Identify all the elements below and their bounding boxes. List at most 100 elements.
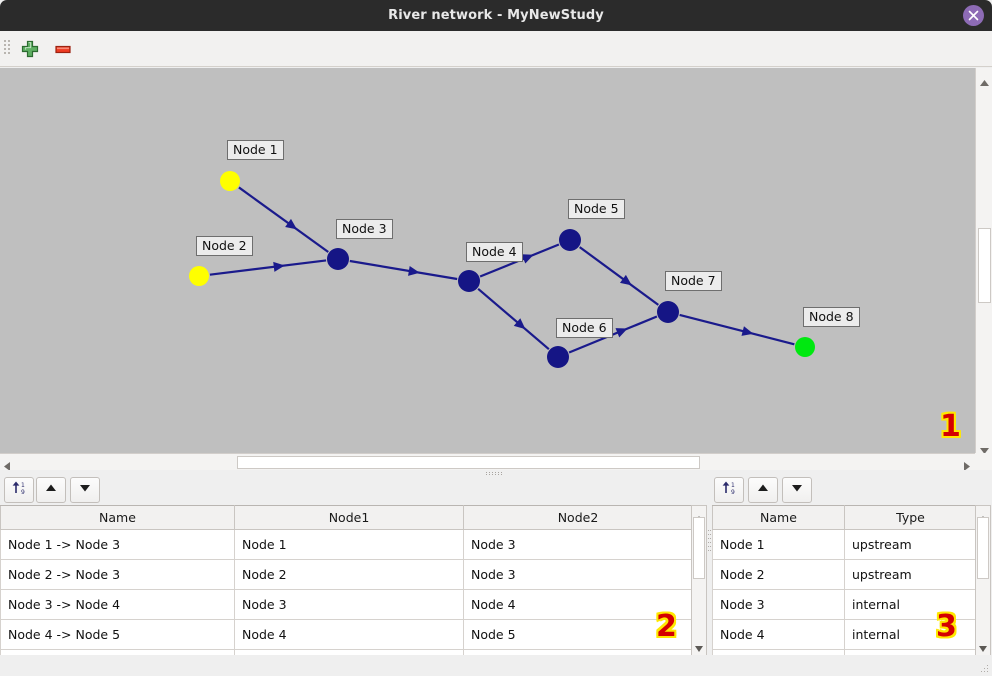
edge-arrow-icon (408, 265, 420, 276)
canvas-vscroll-thumb[interactable] (978, 228, 991, 303)
reaches-move-down-button[interactable] (70, 477, 100, 503)
table-cell[interactable]: upstream (844, 529, 977, 560)
svg-text:1: 1 (731, 482, 735, 489)
window-resize-grip[interactable] (981, 665, 989, 673)
table-cell[interactable]: upstream (844, 559, 977, 590)
nodes-toolbar: 1 9 (712, 476, 992, 504)
table-cell[interactable]: Node 5 (463, 619, 693, 650)
edge-arrow-icon (273, 261, 285, 272)
edge-arrow-icon (521, 254, 534, 264)
table-cell[interactable]: Node 4 (712, 619, 845, 650)
column-header-node1[interactable]: Node1 (234, 505, 464, 530)
column-header-type[interactable]: Type (844, 505, 977, 530)
column-header-node2[interactable]: Node2 (463, 505, 693, 530)
graph-node-node-3[interactable] (327, 248, 349, 270)
vertical-splitter[interactable] (707, 530, 712, 560)
graph-node-node-8[interactable] (795, 337, 815, 357)
graph-node-node-4[interactable] (458, 270, 480, 292)
plus-green-icon[interactable] (18, 37, 42, 61)
scroll-left-icon[interactable] (3, 457, 11, 476)
column-header-name[interactable]: Name (0, 505, 235, 530)
graph-node-node-7[interactable] (657, 301, 679, 323)
svg-text:9: 9 (21, 489, 25, 496)
table-cell[interactable]: Node 2 (234, 559, 464, 590)
table-cell[interactable]: Node 4 -> Node 5 (0, 619, 235, 650)
horizontal-splitter[interactable] (0, 470, 992, 476)
graph-edge[interactable] (477, 287, 550, 351)
table-cell[interactable]: Node 4 (463, 589, 693, 620)
table-cell[interactable]: Node 1 (234, 529, 464, 560)
toolbar-drag-handle[interactable] (4, 40, 10, 58)
reaches-sort-button[interactable]: 1 9 (4, 477, 34, 503)
node-label-node-5[interactable]: Node 5 (568, 199, 625, 219)
table-cell[interactable]: Node 4 (234, 619, 464, 650)
edge-arrow-icon (285, 218, 297, 230)
node-label-node-3[interactable]: Node 3 (336, 219, 393, 239)
table-cell[interactable]: Node 1 -> Node 3 (0, 529, 235, 560)
table-cell[interactable]: Node 3 -> Node 4 (0, 589, 235, 620)
node-label-node-4[interactable]: Node 4 (466, 242, 523, 262)
table-cell[interactable]: internal (844, 589, 977, 620)
reaches-scroll-thumb[interactable] (693, 517, 705, 579)
nodes-scroll-down-icon[interactable] (978, 638, 988, 657)
reaches-table-scrollbar[interactable] (691, 505, 707, 660)
graph-edge[interactable] (209, 259, 327, 276)
minus-red-icon[interactable] (51, 37, 75, 61)
edge-arrow-icon (741, 326, 754, 336)
table-cell[interactable]: Node 3 (463, 529, 693, 560)
table-cell[interactable]: Node 1 (712, 529, 845, 560)
table-cell[interactable]: Node 2 (712, 559, 845, 590)
scrollbar-corner (975, 453, 992, 470)
graph-node-node-5[interactable] (559, 229, 581, 251)
scroll-down-icon[interactable] (979, 440, 990, 459)
nodes-move-up-button[interactable] (748, 477, 778, 503)
node-label-node-7[interactable]: Node 7 (665, 271, 722, 291)
canvas-vertical-scrollbar[interactable] (975, 68, 992, 454)
table-cell[interactable]: internal (844, 619, 977, 650)
node-label-node-8[interactable]: Node 8 (803, 307, 860, 327)
status-bar (0, 655, 992, 676)
table-cell[interactable]: Node 2 -> Node 3 (0, 559, 235, 590)
graph-node-node-6[interactable] (547, 346, 569, 368)
graph-node-node-2[interactable] (189, 266, 209, 286)
svg-text:9: 9 (731, 489, 735, 496)
graph-edge[interactable] (568, 315, 658, 354)
nodes-sort-button[interactable]: 1 9 (714, 477, 744, 503)
table-cell[interactable]: Node 3 (463, 559, 693, 590)
scroll-up-icon[interactable] (979, 72, 990, 91)
reaches-scroll-down-icon[interactable] (694, 638, 704, 657)
graph-node-node-1[interactable] (220, 171, 240, 191)
nodes-scroll-thumb[interactable] (977, 517, 989, 579)
column-header-name[interactable]: Name (712, 505, 845, 530)
canvas-hscroll-thumb[interactable] (237, 456, 700, 469)
graph-edge[interactable] (349, 259, 458, 281)
node-label-node-2[interactable]: Node 2 (196, 236, 253, 256)
node-label-node-1[interactable]: Node 1 (227, 140, 284, 160)
network-canvas[interactable]: Node 1 Node 2 Node 3 Node 4 Node 5 Node 6 Node… (0, 68, 992, 470)
graph-edge[interactable] (679, 313, 795, 346)
close-icon[interactable] (963, 5, 984, 26)
canvas-horizontal-scrollbar[interactable] (0, 453, 975, 471)
node-label-node-6[interactable]: Node 6 (556, 318, 613, 338)
reaches-move-up-button[interactable] (36, 477, 66, 503)
table-cell[interactable]: Node 3 (712, 589, 845, 620)
table-cell[interactable]: Node 3 (234, 589, 464, 620)
graph-edge[interactable] (579, 246, 659, 306)
nodes-table-scrollbar[interactable] (975, 505, 991, 660)
scroll-right-icon[interactable] (963, 457, 971, 476)
nodes-move-down-button[interactable] (782, 477, 812, 503)
graph-edge[interactable] (238, 186, 329, 253)
